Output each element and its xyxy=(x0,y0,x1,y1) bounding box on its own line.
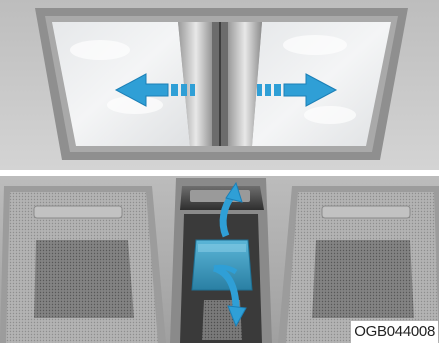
left-map-lamp xyxy=(0,186,166,343)
sunroof-glass-left xyxy=(52,22,190,146)
sunroof-top-view xyxy=(0,0,439,170)
right-map-lamp xyxy=(278,186,439,343)
divider-line xyxy=(0,170,439,176)
overhead-console-view xyxy=(0,176,439,343)
sunroof-switch-console xyxy=(170,178,272,343)
image-code-label: OGB044008 xyxy=(351,321,438,343)
